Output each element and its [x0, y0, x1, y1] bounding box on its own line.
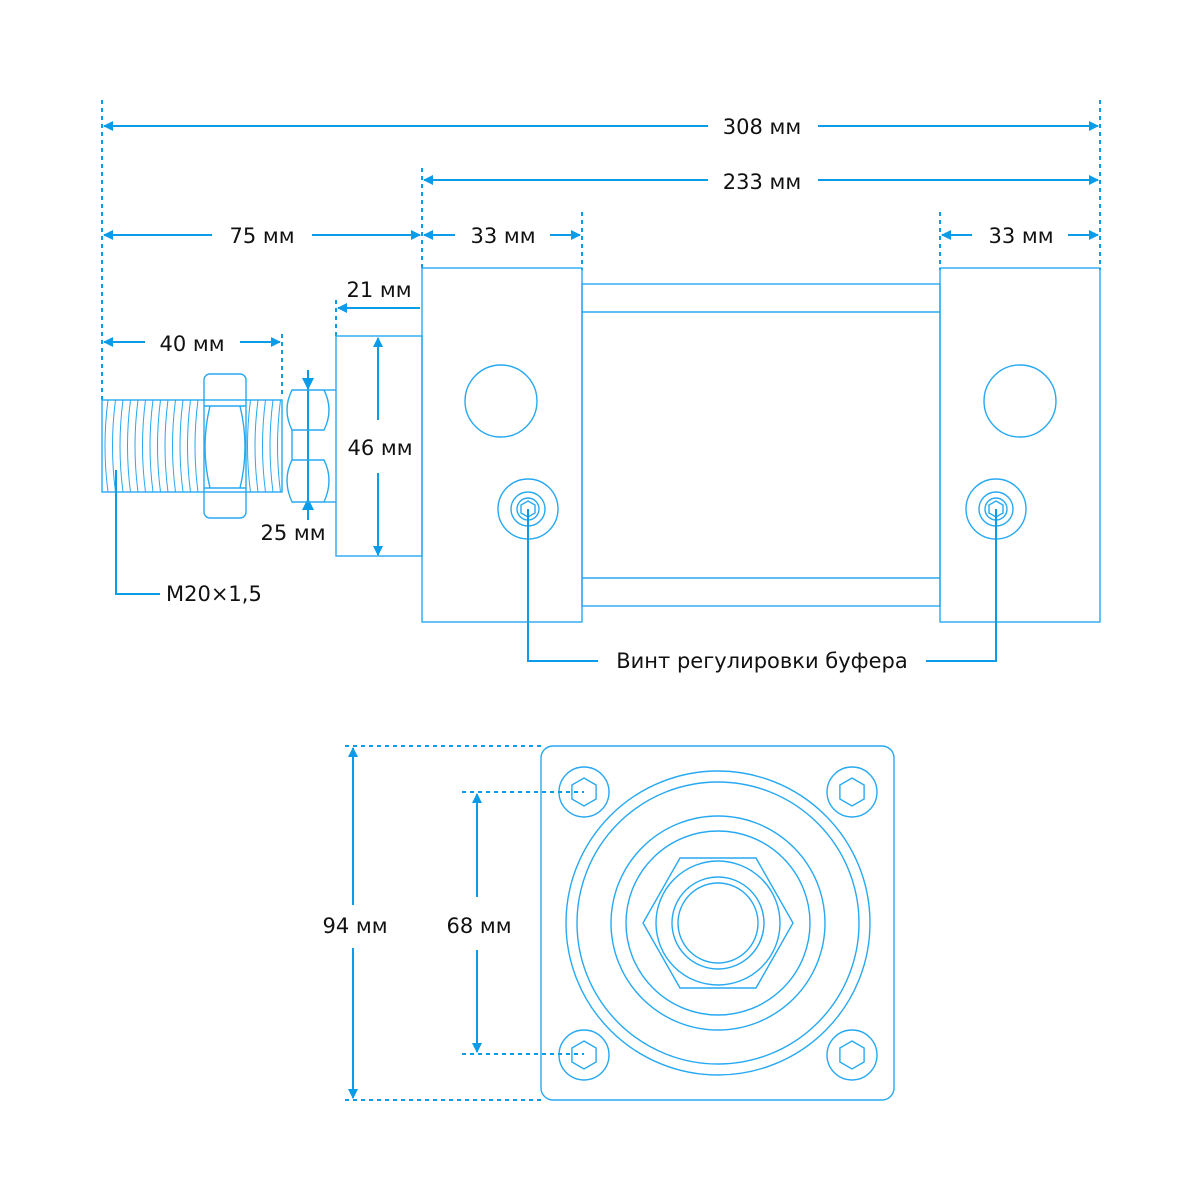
mounting-bolt — [826, 1029, 878, 1081]
dim-flange: 94 мм — [322, 745, 545, 1101]
dim-nose-diameter: 46 мм — [347, 337, 413, 556]
hex-nut — [642, 857, 794, 989]
thread-line — [269, 399, 274, 493]
thread-line — [142, 399, 146, 493]
thread-line — [127, 399, 131, 493]
dim-rear-cap: 33 мм — [941, 224, 1099, 248]
buffer-screw-label: Винт регулировки буфера — [616, 649, 908, 673]
front-cap — [421, 267, 583, 623]
dim-bolt-spacing-label: 68 мм — [446, 914, 511, 938]
lock-nut — [203, 373, 247, 519]
extension-lines — [101, 100, 1101, 400]
thread-line — [134, 399, 139, 493]
dim-thread-length-label: 40 мм — [159, 332, 224, 356]
buffer-screw-callout: Винт регулировки буфера — [527, 509, 997, 673]
dim-front-cap-label: 33 мм — [470, 224, 535, 248]
thread-line — [104, 399, 109, 493]
cylinder-front-view — [540, 745, 895, 1101]
thread-line — [112, 399, 116, 493]
dim-flange-label: 94 мм — [322, 914, 387, 938]
thread-line — [164, 399, 169, 493]
dim-thread-length: 40 мм — [103, 332, 281, 356]
dim-rod-diameter: 25 мм — [260, 370, 326, 545]
thread-callout: M20×1,5 — [115, 470, 262, 606]
thread-line — [262, 399, 266, 493]
dim-body: 233 мм — [423, 170, 1099, 194]
dim-overall-label: 308 мм — [723, 115, 801, 139]
thread-label: M20×1,5 — [166, 582, 262, 606]
dim-overall: 308 мм — [103, 115, 1099, 139]
dim-nose-diameter-label: 46 мм — [347, 436, 412, 460]
dim-bolt-spacing: 68 мм — [446, 791, 584, 1055]
dim-nose-length-label: 21 мм — [346, 278, 411, 302]
dim-nose-length: 21 мм — [337, 278, 420, 313]
thread-line — [179, 399, 184, 493]
thread-line — [194, 399, 199, 493]
thread-line — [119, 399, 124, 493]
barrel — [581, 283, 941, 607]
mounting-bolt — [826, 766, 878, 818]
rear-cap — [939, 267, 1101, 623]
rod-end-nut — [286, 389, 336, 503]
dim-body-label: 233 мм — [723, 170, 801, 194]
thread-line — [277, 399, 281, 493]
dim-rod-extension-label: 75 мм — [229, 224, 294, 248]
dim-rear-cap-label: 33 мм — [988, 224, 1053, 248]
thread-line — [157, 399, 161, 493]
thread-line — [254, 399, 259, 493]
dim-front-cap: 33 мм — [423, 224, 581, 248]
thread-line — [172, 399, 176, 493]
thread-line — [247, 399, 251, 493]
cylinder-side-view — [101, 267, 1101, 623]
dim-rod-diameter-label: 25 мм — [260, 521, 325, 545]
threaded-rod — [101, 399, 283, 493]
thread-line — [187, 399, 191, 493]
thread-line — [149, 399, 154, 493]
dim-rod-extension: 75 мм — [103, 224, 421, 248]
